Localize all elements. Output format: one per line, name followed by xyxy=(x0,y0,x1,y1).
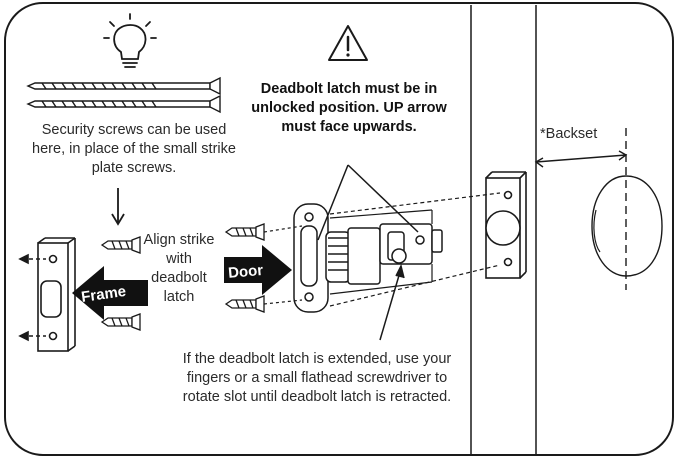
strike-plate-screws xyxy=(100,236,141,331)
pointer-arrow-screws xyxy=(111,188,125,226)
warning-text: Deadbolt latch must be in unlocked posit… xyxy=(251,81,447,135)
diagram-border xyxy=(4,2,674,456)
security-screws xyxy=(26,76,221,114)
extended-latch-note: If the deadbolt latch is extended, use y… xyxy=(182,351,452,405)
door-face-plate xyxy=(485,171,527,279)
door-edge-lines xyxy=(470,5,537,455)
warning-triangle-icon xyxy=(328,25,368,61)
door-arrow: Door xyxy=(224,245,292,295)
deadbolt-latch xyxy=(293,203,443,313)
security-screws-note: Security screws can be used here, in pla… xyxy=(32,122,236,176)
latch-mounting-screws xyxy=(224,223,265,313)
warning-pointer-lines xyxy=(317,164,419,241)
align-strike-note: Align strike with deadbolt latch xyxy=(143,232,215,305)
security-screw xyxy=(26,76,221,96)
door-label: Door xyxy=(227,262,264,282)
strike-plate xyxy=(18,237,76,352)
security-screw xyxy=(26,94,221,114)
frame-label: Frame xyxy=(80,283,127,306)
alignment-guide-lines xyxy=(263,192,501,307)
lightbulb-icon xyxy=(103,13,157,68)
backset-label: *Backset xyxy=(540,126,597,142)
extended-latch-pointer xyxy=(379,263,405,341)
frame-arrow: Frame xyxy=(72,266,148,320)
backset-measurement xyxy=(534,128,663,290)
